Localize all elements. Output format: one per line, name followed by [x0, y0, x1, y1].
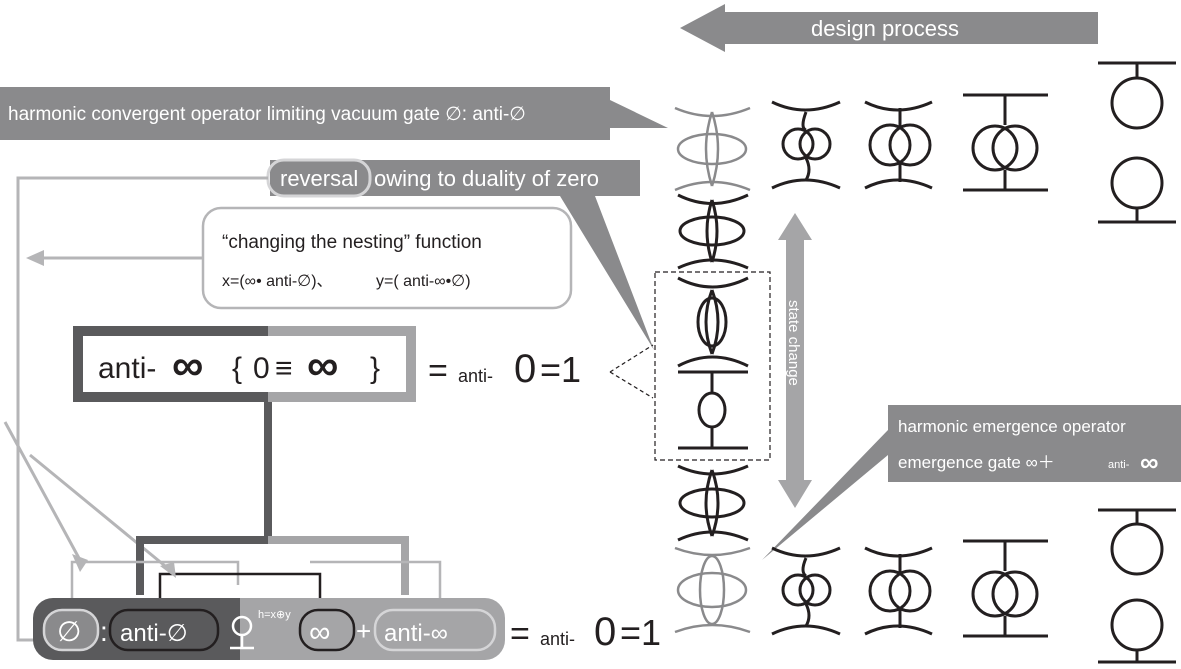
emergence-inf: ∞: [1140, 447, 1159, 477]
top-gate-d: [1098, 61, 1176, 224]
arrow-head-2: [160, 562, 176, 578]
tree-connectors-thin: [70, 560, 442, 600]
design-process-arrow: [680, 4, 1098, 52]
bottom-gate-c: [963, 539, 1048, 638]
central-formula-zero: 0: [253, 352, 270, 385]
bottom-colon: :: [100, 616, 108, 647]
bottom-row-gates: [771, 508, 1176, 664]
central-formula-brace-right: }: [370, 352, 380, 385]
state-dashed-box: [654, 271, 771, 461]
bottom-gate-d: [1098, 508, 1176, 664]
reversal-word: reversal: [280, 166, 358, 191]
empty-set-pill: [42, 608, 100, 652]
stack-gate-2: [677, 276, 749, 368]
emergence-gate-icon: [674, 546, 751, 634]
central-formula-inf: ∞: [172, 341, 203, 390]
bottom-plus: +: [356, 616, 371, 646]
middle-equals: =: [428, 352, 448, 390]
central-formula-inner: [83, 336, 406, 392]
bottom-gate-b: [864, 546, 933, 636]
anti-inf-pill: [373, 608, 497, 652]
emergence-anti: anti-: [1108, 459, 1130, 471]
central-formula-equiv: ≡: [275, 352, 293, 385]
central-formula-inf2: ∞: [307, 341, 338, 390]
reversal-callout: [270, 160, 654, 350]
nesting-function-title: “changing the nesting” function: [222, 232, 482, 253]
design-process-label: design process: [811, 16, 959, 41]
emergence-line1: harmonic emergence operator: [898, 417, 1126, 436]
reversal-rest: owing to duality of zero: [374, 166, 599, 191]
nesting-formula-y: y=( anti-∞•∅): [376, 273, 471, 290]
bottom-gate-a: [771, 546, 841, 636]
nesting-formula-x: x=(∞• anti-∅)、: [222, 273, 333, 290]
bottom-formula-bar-mid: [240, 598, 280, 660]
top-gate-a: [771, 100, 841, 190]
bottom-zero: 0: [594, 610, 616, 654]
top-gate-b: [864, 100, 933, 190]
arrow-head-1: [72, 554, 88, 572]
bottom-empty-set: ∅: [57, 616, 81, 647]
bottom-anti-small: anti-: [540, 629, 575, 649]
dashed-pointers: [609, 344, 654, 399]
bottom-anti-inf: anti-∞: [384, 620, 448, 647]
inf-pill: [298, 608, 356, 652]
bottom-equals-one: =1: [620, 612, 661, 653]
middle-zero: 0: [514, 347, 536, 391]
emergence-line2: emergence gate ∞＋: [898, 453, 1055, 472]
bottom-inf: ∞: [309, 616, 330, 649]
stack-gate-1: [677, 193, 749, 270]
state-change-arrow: [778, 213, 812, 508]
convergent-operator-callout: [0, 87, 668, 140]
stack-gate-3: [678, 370, 748, 450]
convergent-operator-label: harmonic convergent operator limiting va…: [8, 104, 526, 125]
middle-anti-small: anti-: [458, 366, 493, 386]
top-row-gates: [771, 61, 1176, 224]
central-formula-anti: anti-: [98, 352, 156, 385]
bottom-anti-empty: anti-∅: [120, 620, 188, 647]
convergent-gate-icon: [674, 106, 751, 192]
top-gate-c: [963, 93, 1048, 192]
state-change-label: state change: [785, 300, 802, 386]
anti-empty-pill: [108, 608, 220, 652]
left-connectors: [3, 176, 268, 642]
middle-equals-one: =1: [540, 349, 581, 390]
central-formula-brace-left: {: [232, 352, 242, 385]
bottom-operator-sup: h=x⊕y: [258, 609, 291, 621]
harmonic-operator-icon: [230, 615, 254, 650]
stack-gate-4: [677, 464, 749, 542]
nesting-function-box: [201, 206, 573, 310]
emergence-operator-callout: [762, 405, 1181, 560]
bottom-equals: =: [510, 615, 530, 653]
tree-connectors: [136, 402, 409, 595]
